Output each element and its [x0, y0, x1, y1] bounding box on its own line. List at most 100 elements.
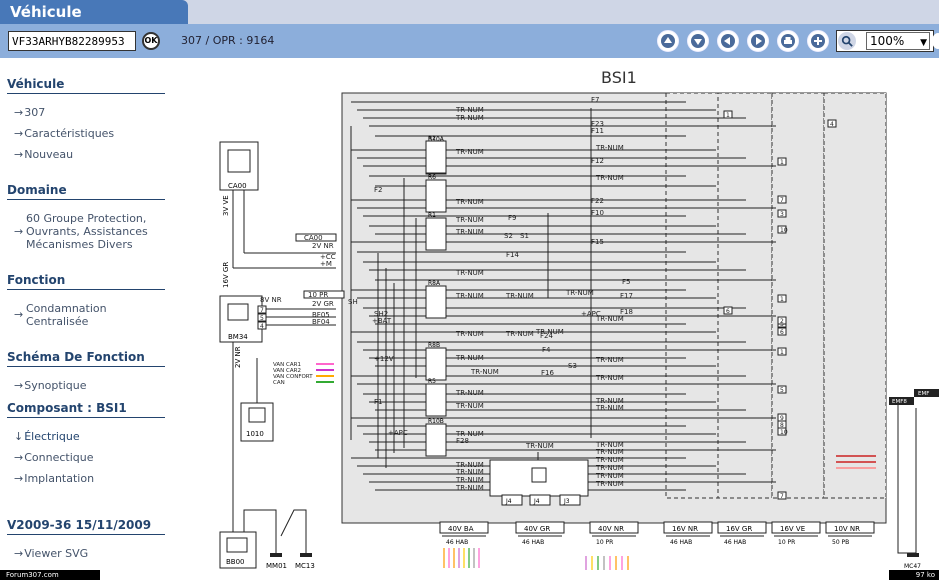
print-button[interactable] — [777, 30, 799, 52]
tr-num-label: TR-NUM — [455, 484, 484, 492]
tr-num-label: TR-NUM — [455, 430, 484, 438]
tr-num-label: TR-NUM — [595, 441, 624, 449]
bb00-component: BB00 — [219, 531, 257, 569]
ca00-label: CA00 — [228, 182, 247, 190]
bottom-connector-label: 16V VE — [780, 525, 805, 533]
sidebar-item-synoptique[interactable]: →Synoptique — [14, 379, 87, 392]
breadcrumb: 307 / OPR : 9164 — [181, 34, 275, 47]
tr-num-label: TR-NUM — [455, 228, 484, 236]
pin-label: 8 — [780, 422, 784, 429]
pin-box — [777, 209, 787, 218]
wire-16v-gr-label: 16V GR — [222, 262, 230, 288]
fuse-label: F15 — [591, 238, 604, 246]
ground-mm01: MM01 — [243, 509, 287, 570]
vertical-bus — [350, 108, 592, 468]
right-arrow-button[interactable] — [747, 30, 769, 52]
ground-mc47: MC47 — [897, 398, 921, 570]
section-divider — [7, 366, 165, 367]
wire-bat-label: +BAT — [372, 317, 392, 325]
pin-label: 7 — [780, 493, 784, 500]
section-divider — [7, 417, 165, 418]
down-arrow-button[interactable] — [687, 30, 709, 52]
component-1010: 1010 — [240, 358, 274, 442]
footer-site-label: Forum307.com — [0, 570, 100, 580]
pin-label: 1 — [780, 349, 784, 356]
pin-label: 1 — [726, 112, 730, 119]
bottom-connector-label: 40V BA — [448, 525, 474, 533]
legend-can: CAN — [273, 380, 285, 386]
wire-10-pr-label: 10 PR — [308, 291, 328, 299]
fuse-label: F11 — [591, 127, 604, 135]
sidebar-item-nouveau[interactable]: →Nouveau — [14, 148, 74, 161]
bottom-connector-sub: 46 HAB — [522, 539, 544, 546]
tr-num-label: TR-NUM — [595, 315, 624, 323]
relay-label: R6 — [428, 174, 436, 181]
left-arrow-icon — [721, 34, 735, 48]
fuse-label: S3 — [568, 362, 577, 370]
bottom-connector-sub: 46 HAB — [446, 539, 468, 546]
bottom-connector-box — [717, 521, 767, 534]
sidebar-item-connectique[interactable]: →Connectique — [14, 451, 94, 464]
pin-box — [777, 327, 787, 336]
tr-num-label: TR-NUM — [595, 356, 624, 364]
sidebar-item-caracteristiques[interactable]: →Caractéristiques — [14, 127, 115, 140]
fuse-label: S2 — [504, 232, 513, 240]
j3-label: J3 — [563, 498, 570, 505]
pin-box — [827, 119, 837, 128]
pin-box — [777, 347, 787, 356]
j4-label-1: J4 — [505, 498, 512, 505]
bm34-component: BM34 16V GR 2V NR — [219, 262, 263, 536]
bottom-connector-sub: 46 HAB — [670, 539, 692, 546]
up-arrow-button[interactable] — [657, 30, 679, 52]
sidebar-item-domaine[interactable]: → 60 Groupe Protection, Ouvrants, Assist… — [14, 212, 148, 251]
down-arrow-icon — [691, 34, 705, 48]
bottom-connector-box — [771, 521, 821, 534]
ok-button[interactable]: OK — [142, 32, 160, 50]
arrow-right-icon: → — [14, 106, 24, 119]
c1010-label: 1010 — [246, 430, 264, 438]
wire-12v-label: +12V — [374, 355, 394, 363]
pin-label: 1 — [780, 159, 784, 166]
fuse-label: F4 — [542, 346, 551, 354]
tr-num-label: TR-NUM — [595, 464, 624, 472]
tr-num-label: TR-NUM — [595, 174, 624, 182]
fuse-label: F17 — [620, 292, 633, 300]
wiring-diagram-svg: BSI1 R — [219, 68, 939, 570]
pin-label: 2 — [780, 318, 784, 325]
relay-box — [425, 383, 447, 417]
sidebar-item-electrique[interactable]: ↓Électrique — [14, 430, 80, 443]
pin-label: 3 — [780, 211, 784, 218]
pin-box — [777, 385, 787, 394]
vin-input[interactable] — [8, 31, 136, 51]
connector-columns — [665, 92, 887, 499]
wiring-diagram[interactable]: BSI1 R — [176, 58, 939, 572]
fuse-label: F16 — [541, 369, 554, 377]
zoom-button[interactable] — [838, 32, 856, 50]
pin-label: 5 — [780, 387, 784, 394]
sidebar-item-viewer-svg[interactable]: →Viewer SVG — [14, 547, 89, 560]
svg-text:4: 4 — [260, 323, 264, 330]
wire-8v-nr-label: 8V NR — [260, 296, 282, 304]
next-button[interactable] — [932, 33, 939, 49]
tr-num-label: TR-NUM — [595, 480, 624, 488]
zoom-select[interactable]: 100% ▼ — [866, 32, 930, 50]
arrow-right-icon: → — [14, 472, 24, 485]
emf-label: EMF — [918, 391, 929, 397]
sidebar-item-307[interactable]: →307 — [14, 106, 46, 119]
tr-num-label: TR-NUM — [455, 476, 484, 484]
sidebar-item-fonction[interactable]: → Condamnation Centralisée — [14, 302, 107, 328]
pin-label: 7 — [780, 197, 784, 204]
sidebar-item-implantation[interactable]: →Implantation — [14, 472, 95, 485]
left-arrow-button[interactable] — [717, 30, 739, 52]
arrow-right-icon: → — [14, 308, 24, 321]
central-chip: J4 J4 J3 — [489, 452, 589, 506]
add-button[interactable] — [807, 30, 829, 52]
pin-label: 9 — [780, 415, 784, 422]
relay-label: R5 — [428, 378, 436, 385]
tr-num-label: TR-NUM — [595, 374, 624, 382]
printer-icon — [781, 34, 795, 48]
legend-van-car1: VAN CAR1 — [273, 362, 301, 368]
tr-num-label: TR-NUM — [595, 404, 624, 412]
mc13-label: MC13 — [295, 562, 315, 570]
